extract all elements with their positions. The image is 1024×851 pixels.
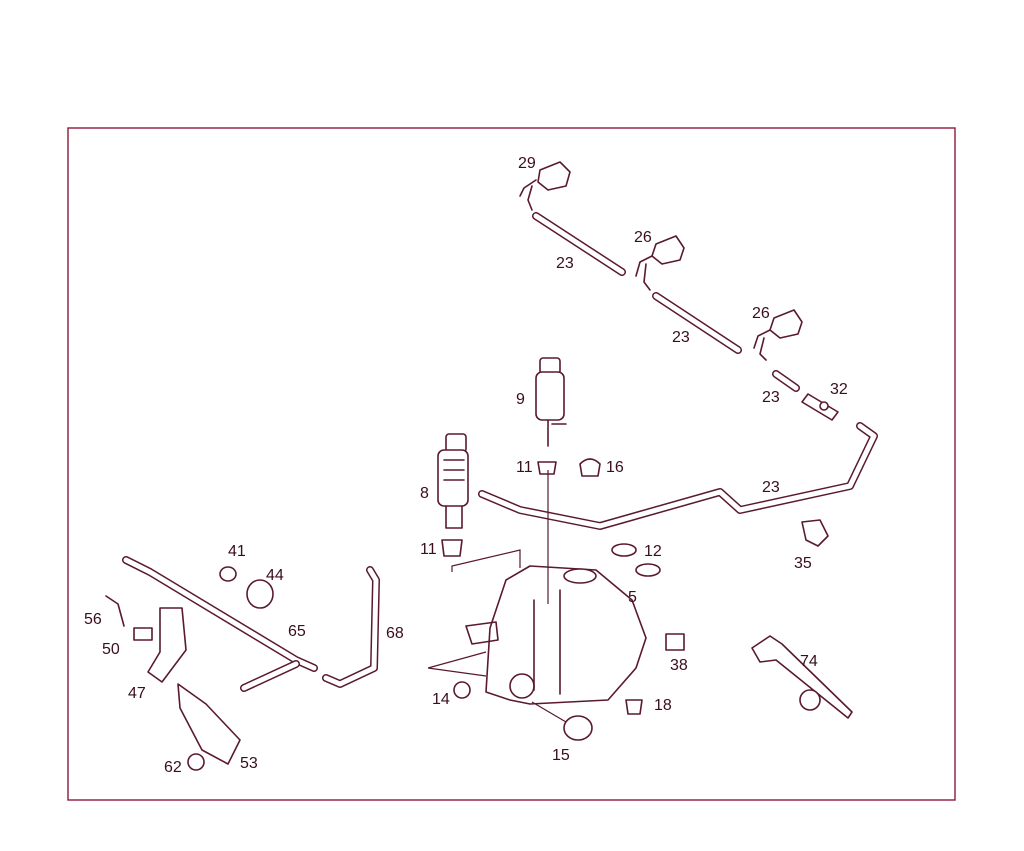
label-8: 8 — [420, 485, 429, 502]
hose-65 — [122, 556, 318, 692]
diagram-frame — [67, 127, 956, 801]
clip-35 — [801, 519, 829, 547]
label-41: 41 — [228, 543, 246, 560]
label-23: 23 — [672, 329, 690, 346]
label-62: 62 — [164, 759, 182, 776]
clamp-41 — [219, 566, 237, 582]
label-50: 50 — [102, 641, 120, 658]
label-16: 16 — [606, 459, 624, 476]
label-9: 9 — [516, 391, 525, 408]
cap-12 — [611, 543, 661, 577]
label-65: 65 — [288, 623, 306, 640]
grommet-44 — [246, 579, 274, 609]
grommet-11-upper — [537, 461, 557, 475]
label-26: 26 — [634, 229, 652, 246]
hose-23-long — [478, 422, 878, 530]
label-15: 15 — [552, 747, 570, 764]
label-29: 29 — [518, 155, 536, 172]
hose-23-middle — [652, 292, 742, 354]
label-23: 23 — [556, 255, 574, 272]
grommet-11-lower — [441, 539, 463, 557]
bolt-14 — [427, 651, 487, 699]
screw-62 — [187, 753, 205, 771]
pump-9 — [535, 357, 567, 447]
label-56: 56 — [84, 611, 102, 628]
label-5: 5 — [628, 589, 637, 606]
label-12: 12 — [644, 543, 662, 560]
plug-18 — [625, 699, 643, 715]
pump-8 — [437, 433, 469, 529]
nozzle-29 — [519, 161, 571, 211]
label-47: 47 — [128, 685, 146, 702]
label-18: 18 — [654, 697, 672, 714]
label-53: 53 — [240, 755, 258, 772]
valve-32 — [801, 393, 839, 421]
label-14: 14 — [432, 691, 450, 708]
label-23: 23 — [762, 389, 780, 406]
label-11: 11 — [420, 541, 437, 558]
nozzle-26-upper — [635, 235, 685, 291]
pump-53 — [177, 683, 241, 765]
clip-50 — [133, 627, 153, 641]
bracket-47 — [147, 607, 187, 683]
tie-74 — [751, 635, 853, 719]
label-32: 32 — [830, 381, 848, 398]
reservoir-5 — [451, 470, 647, 705]
label-11: 11 — [516, 459, 533, 476]
nozzle-26-lower — [753, 309, 803, 361]
label-74: 74 — [800, 653, 818, 670]
grommet-15 — [531, 701, 593, 741]
label-26: 26 — [752, 305, 770, 322]
hose-23-short — [772, 370, 800, 392]
label-44: 44 — [266, 567, 284, 584]
label-38: 38 — [670, 657, 688, 674]
label-23: 23 — [762, 479, 780, 496]
label-35: 35 — [794, 555, 812, 572]
hose-23-upper — [532, 212, 626, 276]
hose-68 — [322, 566, 380, 688]
clip-38 — [665, 633, 685, 651]
label-68: 68 — [386, 625, 404, 642]
plug-16 — [579, 458, 601, 477]
sensor-56 — [105, 595, 125, 627]
